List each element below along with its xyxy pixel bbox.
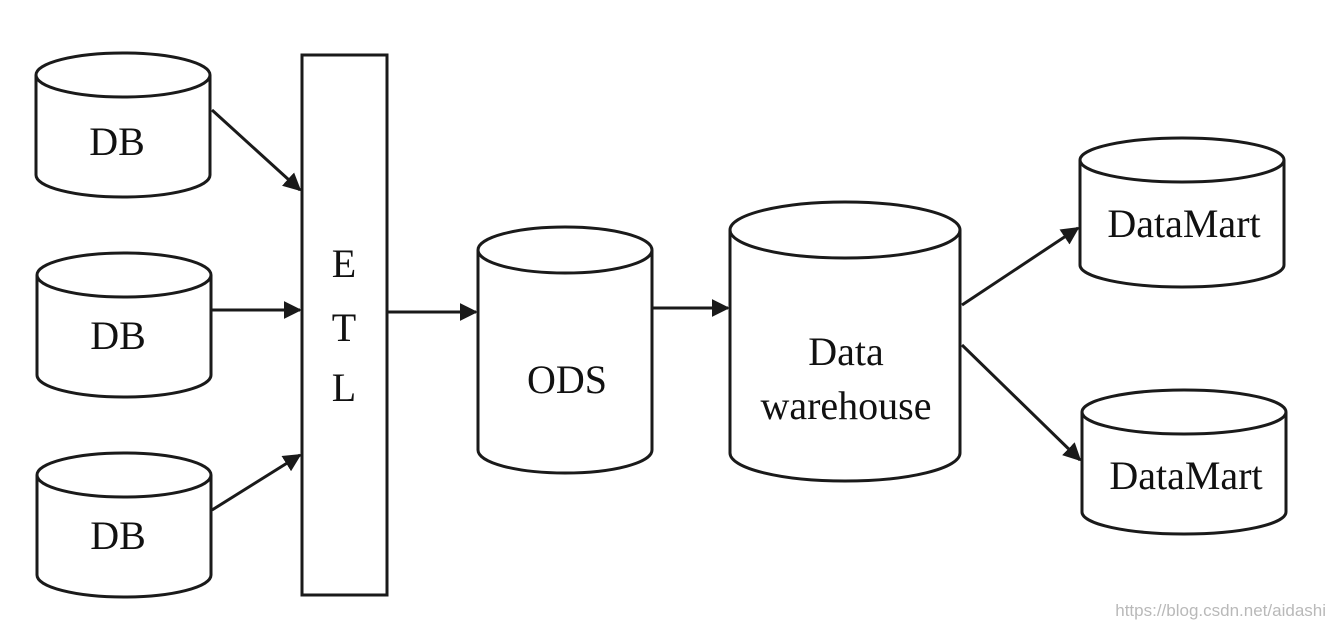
arrow-db3-to-etl bbox=[211, 453, 302, 512]
db-label-1: DB bbox=[89, 119, 145, 164]
datamart-cylinder-1: DataMart bbox=[1078, 136, 1286, 289]
db-cylinder-3: DB bbox=[35, 451, 213, 599]
etl-letter-l: L bbox=[332, 365, 356, 410]
etl-letter-t: T bbox=[332, 305, 356, 350]
datamart-label-2: DataMart bbox=[1109, 453, 1262, 498]
datamart-label-1: DataMart bbox=[1107, 201, 1260, 246]
etl-letter-e: E bbox=[332, 241, 356, 286]
db-label-2: DB bbox=[90, 313, 146, 358]
watermark-text: https://blog.csdn.net/aidashi bbox=[1115, 601, 1326, 620]
arrow-db1-to-etl bbox=[210, 108, 302, 192]
db-cylinder-1: DB bbox=[34, 51, 212, 199]
datamart-cylinder-2: DataMart bbox=[1080, 388, 1288, 536]
ods-label: ODS bbox=[527, 357, 607, 402]
db-label-3: DB bbox=[90, 513, 146, 558]
ods-cylinder: ODS bbox=[476, 225, 654, 475]
warehouse-label-line2: warehouse bbox=[760, 383, 931, 428]
etl-box: E T L bbox=[300, 53, 389, 597]
warehouse-label-line1: Data bbox=[808, 329, 884, 374]
db-cylinder-2: DB bbox=[35, 251, 213, 399]
arrow-warehouse-to-datamart-2 bbox=[960, 343, 1082, 462]
arrow-warehouse-to-datamart-1 bbox=[961, 226, 1080, 307]
data-warehouse-cylinder: Data warehouse bbox=[728, 200, 962, 483]
